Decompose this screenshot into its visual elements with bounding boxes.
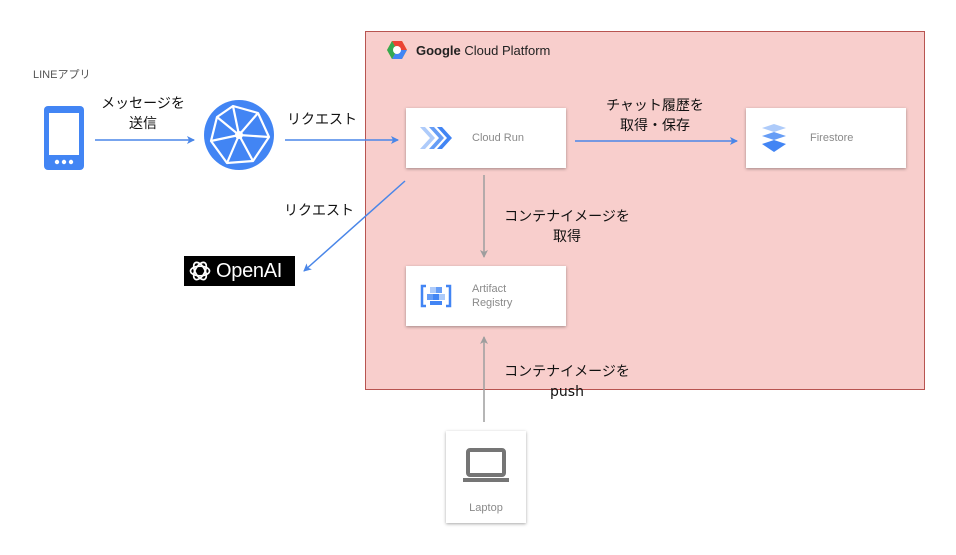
edge-label-chat-history: チャット履歴を 取得・保存 [606,98,704,134]
edge-label-request-openai: リクエスト [284,203,354,219]
openai-wordmark: OpenAI [216,259,283,282]
openai-knot-icon [189,261,211,281]
artifact-registry-icon [420,284,452,308]
edge-label-request-run: リクエスト [287,112,357,128]
edge-line-request-openai [303,180,406,272]
artifact-registry-card: Artifact Registry [406,266,566,326]
edge-label-push-image: コンテナイメージを push [504,364,630,400]
cloud-run-label: Cloud Run [472,132,524,144]
network-globe-icon [204,100,274,170]
gcp-header: Google Cloud Platform [386,40,550,60]
cloud-run-icon [420,127,452,149]
edge-label-pull-image: コンテナイメージを 取得 [504,209,630,245]
laptop-label: Laptop [469,502,503,514]
edge-label-send-message: メッセージを 送信 [101,96,185,132]
firestore-icon [762,124,786,152]
gcp-title: Google Cloud Platform [416,42,551,58]
firestore-card: Firestore [746,108,906,168]
laptop-icon [463,448,509,482]
cloud-run-card: Cloud Run [406,108,566,168]
laptop-card: Laptop [446,431,526,523]
openai-logo: OpenAI [184,256,295,286]
line-app-label: LINEアプリ [33,69,91,81]
firestore-label: Firestore [810,132,854,144]
gcp-frame [365,31,925,390]
smartphone-icon [44,106,84,170]
artifact-registry-label: Artifact Registry [472,283,513,309]
gcp-logo-icon [387,41,407,59]
